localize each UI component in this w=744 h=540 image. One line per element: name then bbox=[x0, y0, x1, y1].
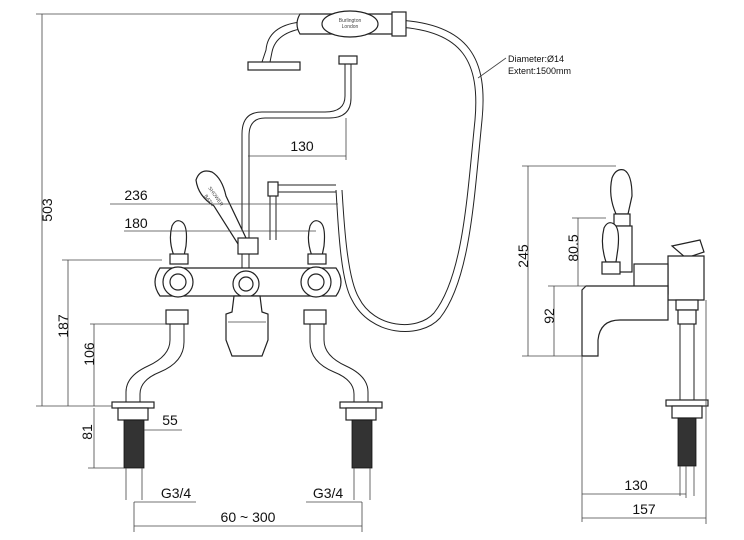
dim-total-height: 503 bbox=[39, 198, 55, 222]
dim-tail-length: 81 bbox=[79, 424, 95, 440]
dim-leg-height: 106 bbox=[81, 342, 97, 366]
dim-overall-depth: 157 bbox=[632, 501, 656, 517]
dim-body-height: 187 bbox=[55, 314, 71, 338]
side-view bbox=[581, 169, 709, 496]
brand-city-label: London bbox=[342, 24, 359, 30]
right-tail bbox=[351, 419, 373, 500]
dim-lever-height: 245 bbox=[515, 244, 531, 268]
hose-extent-note: Extent:1500mm bbox=[508, 66, 571, 76]
dim-handset-offset: 130 bbox=[290, 138, 314, 154]
right-lever bbox=[307, 220, 327, 265]
front-view: Burlington London Diameter:Ø14 Extent:15… bbox=[111, 10, 571, 500]
shower-handset: Burlington London bbox=[247, 10, 407, 71]
front-spout bbox=[225, 295, 269, 357]
left-leg bbox=[125, 324, 171, 402]
dim-width-inner: 180 bbox=[124, 215, 148, 231]
dim-centres: 60 ~ 300 bbox=[221, 509, 276, 525]
dim-width-outer: 236 bbox=[124, 187, 148, 203]
right-leg bbox=[309, 324, 355, 402]
dim-tail-flange: 55 bbox=[162, 412, 178, 428]
dim-spout-to-lever: 80.5 bbox=[565, 234, 581, 261]
brand-label: Burlington bbox=[339, 18, 362, 24]
left-lever bbox=[169, 220, 189, 265]
handset-riser bbox=[241, 62, 346, 270]
dim-spout-height: 92 bbox=[541, 308, 557, 324]
hose-diameter-note: Diameter:Ø14 bbox=[508, 54, 564, 64]
front-dimensions: 503 130 236 180 187 106 81 55 G3/4 G3/4 bbox=[36, 13, 363, 532]
dim-thread-left: G3/4 bbox=[161, 485, 192, 501]
side-spout bbox=[581, 285, 669, 357]
left-tail bbox=[123, 419, 145, 500]
dim-spout-reach: 130 bbox=[624, 477, 648, 493]
dim-thread-right: G3/4 bbox=[313, 485, 344, 501]
side-dimensions: 245 80.5 92 130 157 bbox=[515, 165, 707, 524]
shower-hose bbox=[335, 19, 484, 332]
